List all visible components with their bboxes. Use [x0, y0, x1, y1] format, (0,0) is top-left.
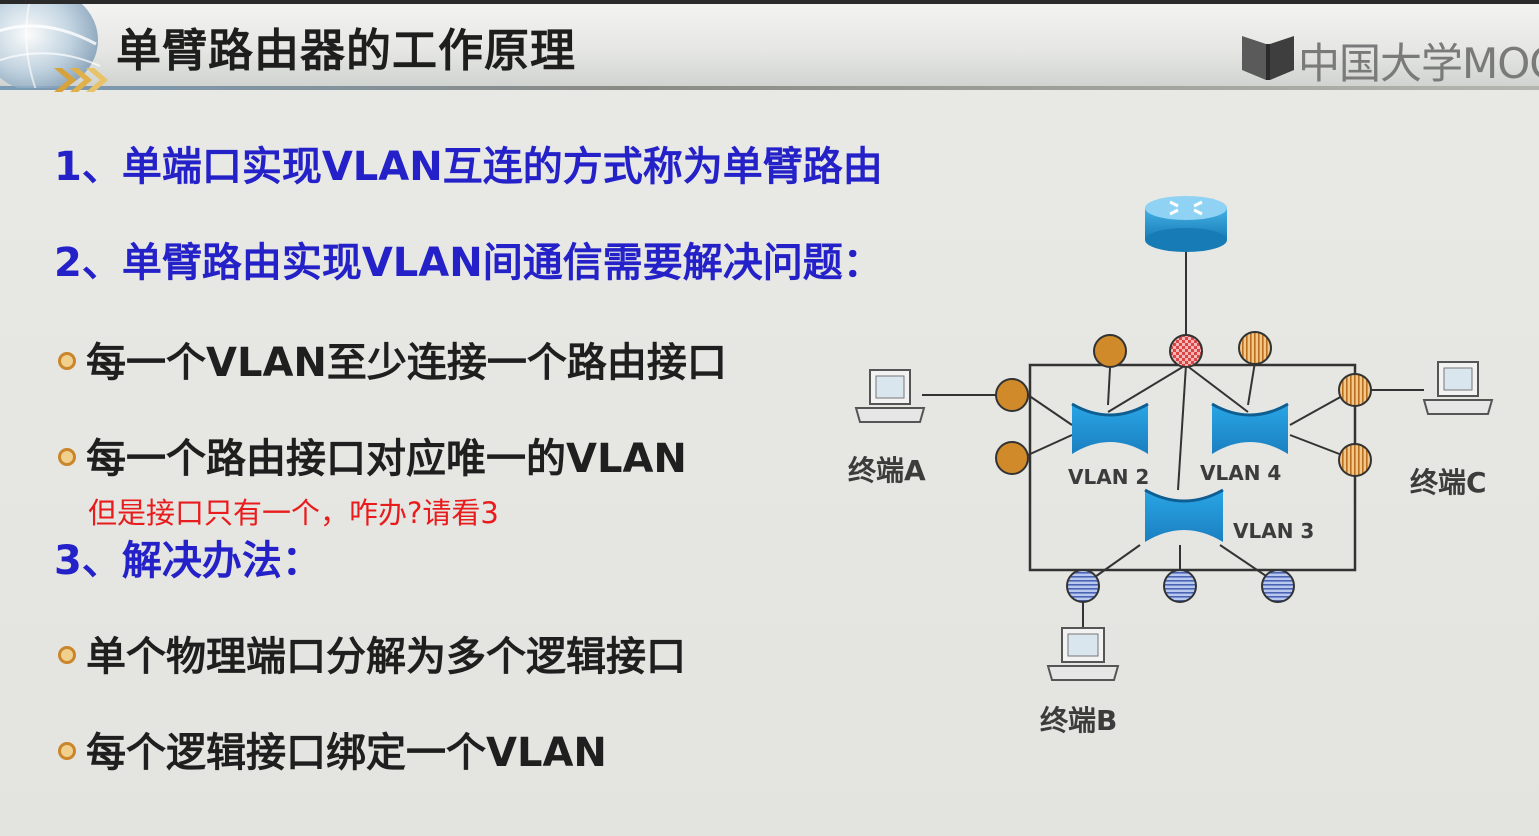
- terminal-c-computer-icon: [1422, 361, 1494, 415]
- router-port-icon: [1169, 334, 1203, 368]
- bullet-icon: [58, 742, 76, 760]
- bullet-icon: [58, 646, 76, 664]
- point-3: 3、解决办法：: [54, 538, 322, 584]
- bullet-text: 每一个路由接口对应唯一的VLAN: [86, 436, 687, 482]
- network-diagram: VLAN 2 VLAN 4 VLAN 3 终端A 终端C 终端B: [848, 196, 1494, 737]
- bullet-icon: [58, 352, 76, 370]
- top-edge: [0, 0, 1539, 4]
- terminal-c-label: 终端C: [1410, 466, 1487, 499]
- header-divider: [0, 86, 1539, 90]
- terminal-a-computer-icon: [854, 369, 926, 423]
- vlan3-label: VLAN 3: [1233, 519, 1314, 543]
- chevron-decoration-icon: [54, 68, 108, 92]
- vlan2-switch-icon: [1071, 402, 1149, 454]
- globe-icon: [0, 4, 101, 88]
- vlan3-switch-icon: [1144, 488, 1224, 542]
- vlan4-port-icon: [1238, 331, 1372, 477]
- router-icon: [1145, 196, 1227, 252]
- bullet-item-3: 单个物理端口分解为多个逻辑接口: [58, 624, 686, 682]
- point-2: 2、单臂路由实现VLAN间通信需要解决问题：: [54, 240, 883, 286]
- vlan4-switch-icon: [1211, 402, 1289, 454]
- annotation-note: 但是接口只有一个，咋办?请看3: [88, 496, 499, 530]
- book-logo-icon: [1242, 36, 1294, 80]
- page-title: 单臂路由器的工作原理: [116, 24, 577, 77]
- vlan2-port-icon: [995, 334, 1127, 475]
- point-1: 1、单端口实现VLAN互连的方式称为单臂路由: [54, 144, 883, 190]
- bullet-icon: [58, 448, 76, 466]
- bullet-item-1: 每一个VLAN至少连接一个路由接口: [58, 330, 727, 388]
- mooc-logo: 中国大学MOOC: [1240, 28, 1539, 84]
- terminal-b-computer-icon: [1046, 627, 1120, 681]
- bullet-item-2: 每一个路由接口对应唯一的VLAN: [58, 426, 687, 484]
- vlan2-label: VLAN 2: [1068, 465, 1149, 489]
- bullet-text: 每个逻辑接口绑定一个VLAN: [86, 730, 607, 776]
- logo-text: 中国大学MOOC: [1298, 39, 1539, 84]
- vlan4-label: VLAN 4: [1200, 461, 1281, 485]
- bullet-text: 单个物理端口分解为多个逻辑接口: [86, 634, 686, 680]
- bullet-item-4: 每个逻辑接口绑定一个VLAN: [58, 720, 607, 778]
- bullet-text: 每一个VLAN至少连接一个路由接口: [86, 340, 727, 386]
- terminal-b-label: 终端B: [1040, 704, 1117, 737]
- terminal-a-label: 终端A: [848, 454, 926, 487]
- vlan3-port-icon: [1066, 569, 1295, 603]
